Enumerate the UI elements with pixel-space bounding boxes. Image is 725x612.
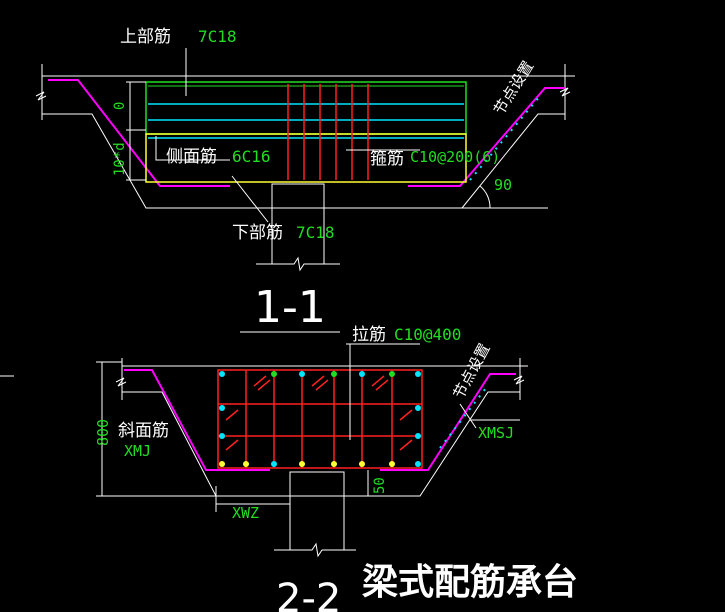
bottom-code: XWZ xyxy=(232,504,259,522)
break-symbol xyxy=(513,375,525,385)
stirrup-value: C10@200(6) xyxy=(410,148,500,166)
break-symbol xyxy=(115,377,127,387)
inclined-label: 斜面筋 xyxy=(118,421,169,441)
inclined-rebar-right xyxy=(408,87,565,187)
dim-zero: 0 xyxy=(112,102,128,110)
height-dim: 800 xyxy=(94,419,112,446)
caption: 梁式配筋承台 xyxy=(362,562,578,603)
section-1-1: 上部筋 7C18 侧面筋 6C16 箍筋 C10@200(6) 下部筋 7C18… xyxy=(35,27,575,333)
inclined-code: XMJ xyxy=(124,442,151,460)
angle-arc xyxy=(479,185,491,209)
tie-label: 拉筋 xyxy=(352,325,386,345)
top-bar-label: 上部筋 xyxy=(120,27,171,47)
leader-bottom xyxy=(231,175,269,223)
pit-outline-left xyxy=(42,113,548,209)
stirrups xyxy=(287,84,369,180)
angle-value: 90 xyxy=(494,176,512,194)
dim-anchor: 10*d xyxy=(112,142,128,176)
column-break-2 xyxy=(274,542,356,558)
section-2-2: 拉筋 C10@400 节点设置 斜面筋 XMJ XMSJ XWZ 800 50 … xyxy=(0,325,528,612)
side-bar-label: 侧面筋 xyxy=(166,147,217,167)
column-top xyxy=(271,183,325,208)
inclined-rebar-right xyxy=(380,373,516,471)
stirrup-label: 箍筋 xyxy=(370,149,404,169)
bottom-bar-label: 下部筋 xyxy=(232,223,283,243)
pit-outline-2 xyxy=(122,391,520,497)
rebar-dots xyxy=(219,371,421,467)
side-bar-value: 6C16 xyxy=(232,147,271,166)
node-setting-label: 节点设置 xyxy=(490,58,537,118)
column-top-2 xyxy=(289,471,345,496)
section-title-2: 2-2 xyxy=(276,576,341,612)
inclined-rebar-left xyxy=(124,369,270,471)
inclined-rebar-left xyxy=(48,79,230,187)
leader-side xyxy=(155,136,230,161)
bottom-bar-value: 7C18 xyxy=(296,223,335,242)
cover-dim: 50 xyxy=(372,477,388,494)
section-title-1: 1-1 xyxy=(254,282,326,333)
break-symbol xyxy=(35,91,47,101)
beam-top-zone xyxy=(145,81,467,135)
rebar-grid xyxy=(217,369,423,469)
right-code: XMSJ xyxy=(478,424,514,442)
pit-outline-right xyxy=(461,113,565,209)
tie-value: C10@400 xyxy=(394,325,461,344)
beam-bottom-zone xyxy=(145,133,467,183)
column-break xyxy=(256,256,340,272)
break-symbol xyxy=(559,87,571,97)
top-bar-value: 7C18 xyxy=(198,27,237,46)
